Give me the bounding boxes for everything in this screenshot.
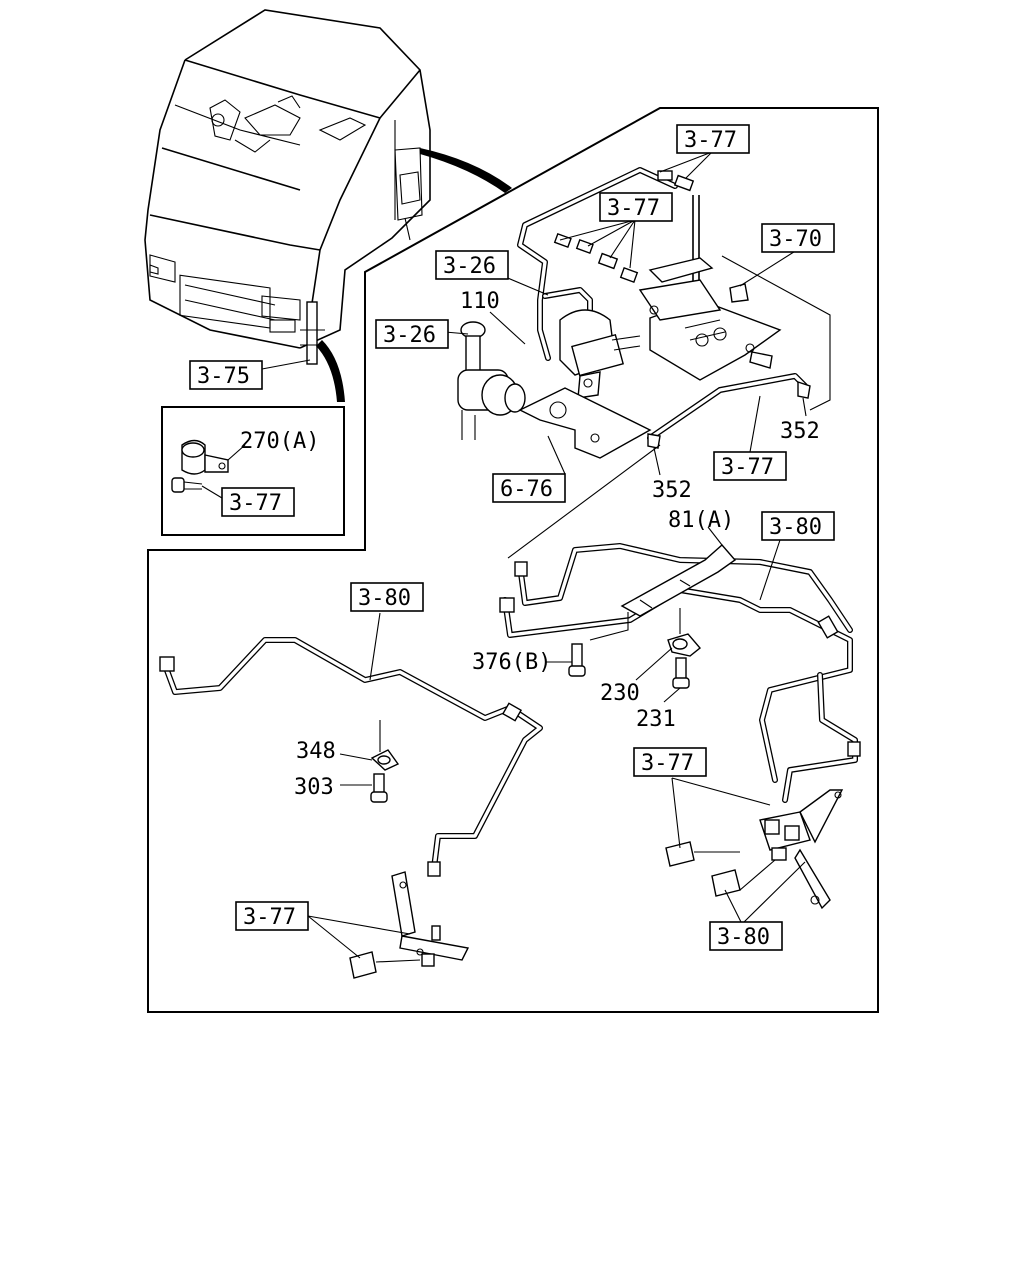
leader-lines bbox=[261, 151, 807, 959]
callout-81a: 81(A) bbox=[668, 508, 734, 533]
strap-81a bbox=[589, 544, 737, 641]
ref-3-26-lower: 3-26 bbox=[383, 323, 436, 348]
fittings-group bbox=[553, 170, 695, 283]
callout-348: 348 bbox=[296, 739, 336, 764]
bracket-3-70 bbox=[721, 255, 831, 411]
ref-3-77-fittings: 3-77 bbox=[607, 196, 660, 221]
ref-6-76: 6-76 bbox=[500, 477, 553, 502]
callout-110: 110 bbox=[460, 289, 500, 314]
ref-3-80-bottom: 3-80 bbox=[717, 925, 770, 950]
clamp-270a-illustration bbox=[171, 439, 229, 493]
ref-3-70: 3-70 bbox=[769, 227, 822, 252]
ref-3-75: 3-75 bbox=[197, 364, 250, 389]
ref-3-77-top: 3-77 bbox=[684, 128, 737, 153]
bolt-303 bbox=[370, 773, 388, 803]
pipe-3-80-upper bbox=[499, 444, 861, 803]
valve-actuator-assembly bbox=[457, 309, 652, 459]
bolt-231 bbox=[672, 657, 690, 689]
callout-230: 230 bbox=[600, 681, 640, 706]
bolt-376b bbox=[568, 643, 586, 677]
ref-3-77-hose: 3-77 bbox=[721, 455, 774, 480]
truck-cab-illustration bbox=[144, 9, 431, 365]
pointer-arrow-cab-front bbox=[316, 340, 345, 402]
diagram-frame bbox=[147, 107, 879, 1013]
callout-352-center: 352 bbox=[652, 478, 692, 503]
callout-352-right: 352 bbox=[780, 419, 820, 444]
ref-3-80-upper: 3-80 bbox=[769, 515, 822, 540]
ref-3-77-left-bottom: 3-77 bbox=[243, 905, 296, 930]
callout-303: 303 bbox=[294, 775, 334, 800]
clamp-230 bbox=[667, 608, 702, 657]
ref-3-80-lower: 3-80 bbox=[358, 586, 411, 611]
ref-3-77-inset: 3-77 bbox=[229, 491, 282, 516]
clamp-348 bbox=[370, 720, 400, 771]
clamp-352-lower bbox=[647, 433, 661, 449]
inset-box bbox=[161, 406, 345, 536]
pipe-3-80-lower bbox=[159, 637, 543, 877]
left-bottom-bracket bbox=[349, 871, 470, 979]
upper-pipe-assembly bbox=[517, 167, 808, 441]
ref-3-26-upper: 3-26 bbox=[443, 254, 496, 279]
ref-3-77-right-bottom: 3-77 bbox=[641, 751, 694, 776]
right-bottom-bracket bbox=[665, 789, 844, 910]
clamp-352-upper bbox=[797, 381, 811, 399]
callout-376b: 376(B) bbox=[472, 650, 551, 675]
mounting-plate bbox=[638, 257, 782, 381]
callout-231: 231 bbox=[636, 707, 676, 732]
pointer-arrow-cab-side bbox=[420, 148, 512, 193]
callout-270a: 270(A) bbox=[240, 429, 319, 454]
